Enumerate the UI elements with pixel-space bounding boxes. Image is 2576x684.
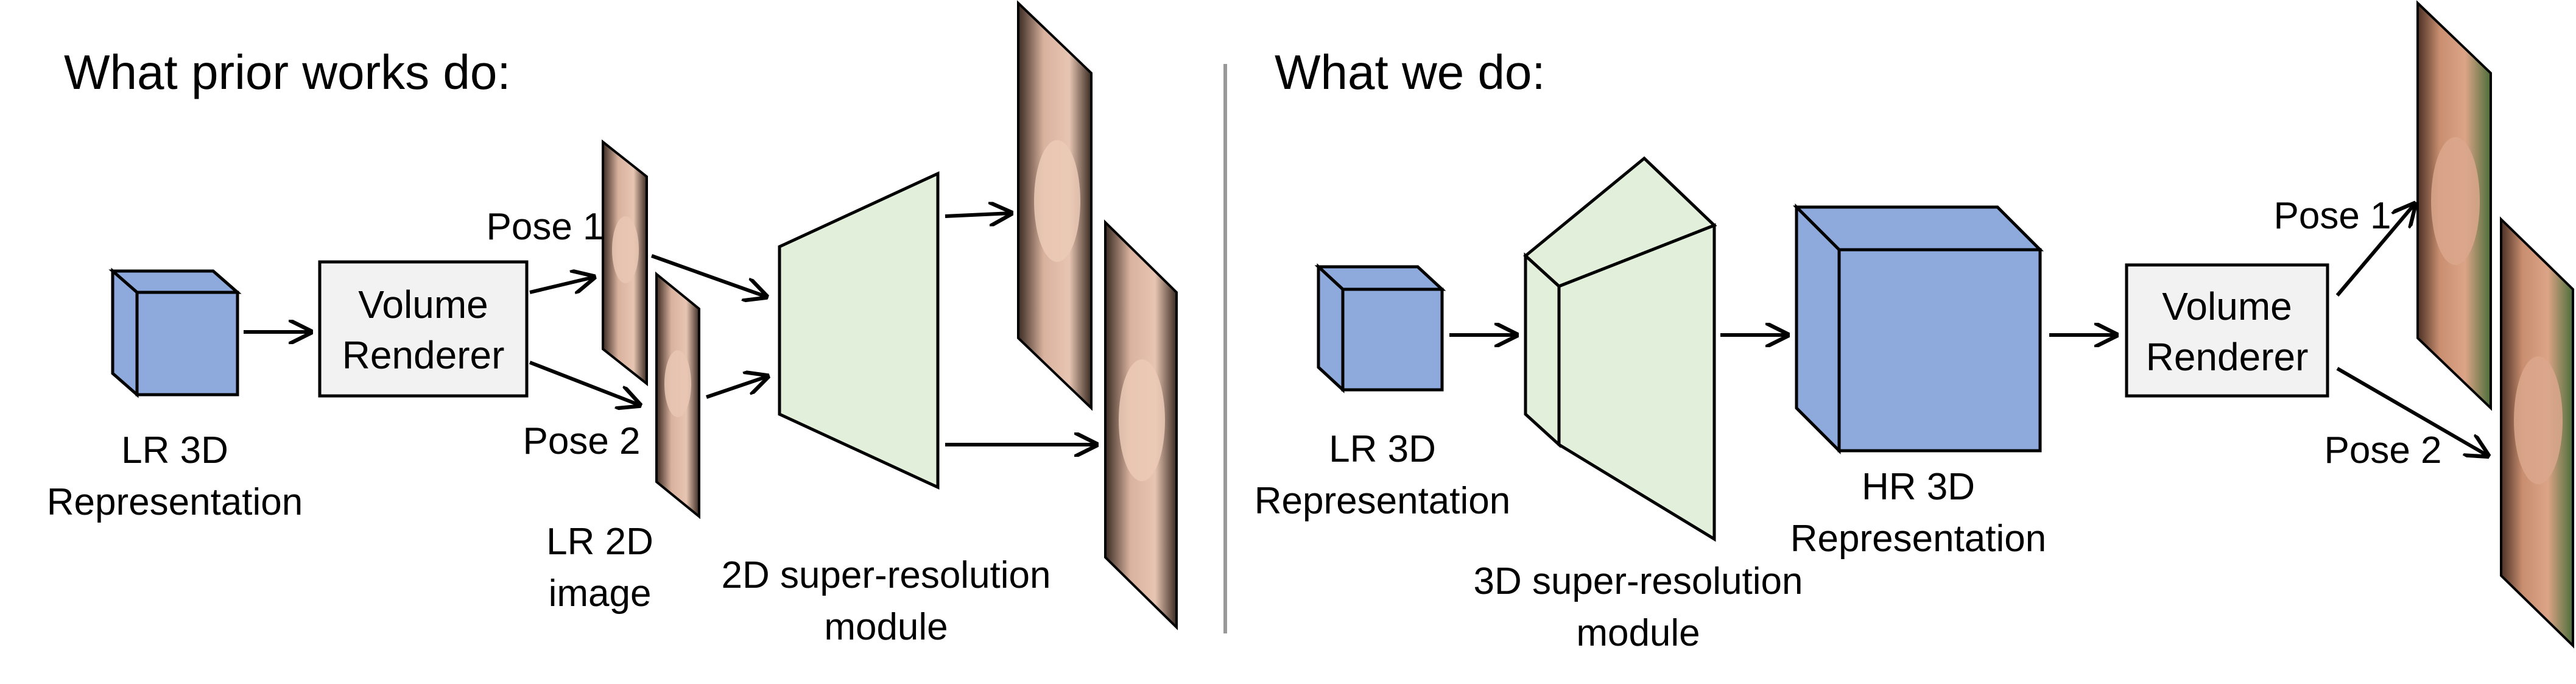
sr3d-module: [1523, 156, 1717, 542]
right-renderer-box: [2125, 263, 2329, 398]
right-pose2-label: Pose 2: [2324, 429, 2441, 471]
left-hr-image-pose2: [1104, 219, 1178, 630]
right-renderer-label-line2: Renderer: [2146, 335, 2309, 379]
lr2d-image-pose1: [602, 139, 648, 387]
left-lr3d-label-line1: LR 3D: [121, 429, 228, 471]
arrow-sr2d-to-hr-pose1: [945, 213, 1011, 216]
right-hr-image-pose2: [2500, 216, 2574, 649]
arrow-renderer-to-right-pose2: [2336, 367, 2488, 456]
hr3d-cube: [1792, 203, 2044, 455]
hr3d-label-line1: HR 3D: [1862, 466, 1975, 508]
left-panel: What prior works do: LR 3D Representatio…: [47, 0, 1178, 648]
hr3d-label-line2: Representation: [1790, 518, 2047, 560]
lr2d-image-pose2: [655, 271, 700, 520]
right-lr3d-cube: [1314, 263, 1446, 393]
left-pose1-label: Pose 1: [486, 206, 604, 248]
arrow-renderer-to-pose2: [529, 361, 639, 405]
left-pose2-label: Pose 2: [523, 420, 640, 462]
right-renderer-label-line1: Volume: [2162, 284, 2292, 328]
right-lr3d-label-line1: LR 3D: [1329, 428, 1436, 470]
left-renderer-label-line1: Volume: [358, 283, 488, 326]
sr3d-label-line1: 3D super-resolution: [1473, 560, 1803, 602]
sr3d-label-line2: module: [1576, 612, 1700, 654]
arrow-pose1-to-sr2d: [650, 254, 766, 297]
left-renderer-label-line2: Renderer: [342, 333, 505, 377]
lr2d-label-line2: image: [549, 573, 652, 615]
arrow-pose2-to-sr2d: [706, 376, 767, 399]
sr2d-label-line1: 2D super-resolution: [721, 554, 1050, 596]
arrow-renderer-to-pose1: [529, 277, 594, 294]
lr2d-label-line1: LR 2D: [546, 521, 653, 563]
sr2d-module: [778, 171, 940, 490]
right-panel: What we do: LR 3D Representation 3D supe…: [1255, 0, 2574, 654]
right-lr3d-label-line2: Representation: [1255, 480, 1511, 522]
right-pose1-label: Pose 1: [2273, 195, 2391, 237]
left-renderer-box: [318, 260, 529, 398]
left-hr-image-pose1: [1017, 0, 1093, 411]
left-lr3d-label-line2: Representation: [47, 481, 303, 523]
right-hr-image-pose1: [2416, 0, 2492, 411]
right-title: What we do:: [1275, 45, 1546, 99]
left-title: What prior works do:: [64, 45, 511, 99]
sr2d-label-line2: module: [824, 606, 948, 648]
left-lr3d-cube: [108, 267, 242, 398]
arrow-renderer-to-right-pose1: [2335, 204, 2415, 297]
